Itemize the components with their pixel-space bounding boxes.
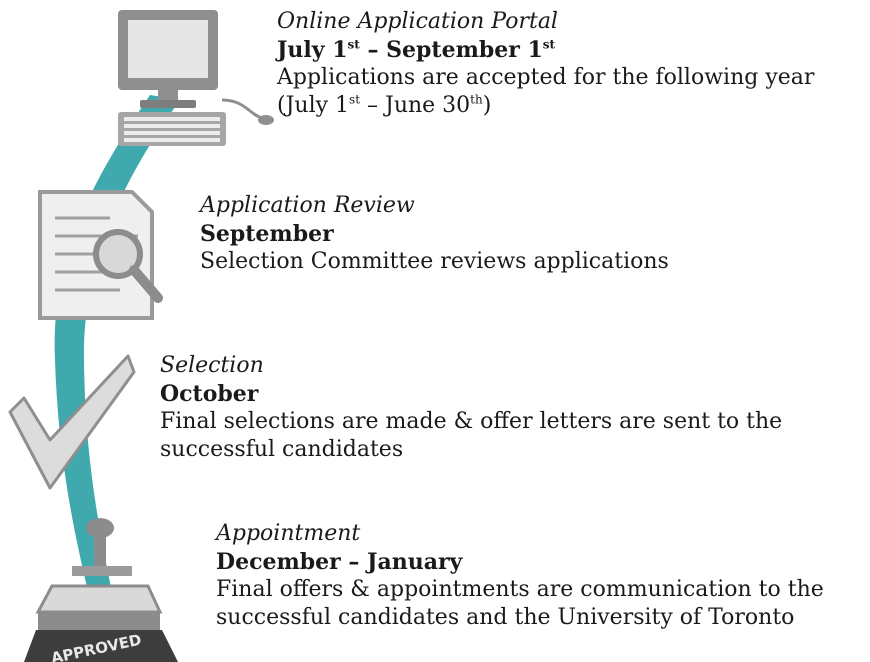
step-title: Appointment — [216, 521, 361, 546]
step-online-application-portal: Online Application Portal July 1st – Sep… — [277, 8, 814, 121]
step-application-review: Application Review September Selection C… — [200, 192, 669, 276]
step-date: September — [200, 221, 334, 248]
step-date: July 1st – September 1st — [277, 37, 556, 64]
step-date: October — [160, 381, 259, 408]
step-title: Application Review — [200, 193, 415, 218]
stamp-icon: APPROVED — [24, 518, 178, 662]
step-title: Online Application Portal — [277, 9, 558, 34]
step-appointment: Appointment December – January Final off… — [216, 520, 866, 633]
step-selection: Selection October Final selections are m… — [160, 352, 860, 465]
step-description: Final offers & appointments are communic… — [216, 577, 824, 631]
step-description-dates: (July 1st – June 30th) — [277, 93, 492, 119]
step-description: Final selections are made & offer letter… — [160, 409, 783, 463]
step-date: December – January — [216, 549, 463, 576]
step-description: Applications are accepted for the follow… — [277, 65, 815, 91]
document-magnifier-icon — [38, 190, 163, 320]
step-description: Selection Committee reviews applications — [200, 249, 669, 275]
checkmark-icon — [8, 354, 136, 490]
step-title: Selection — [160, 353, 264, 378]
computer-icon — [118, 10, 274, 146]
